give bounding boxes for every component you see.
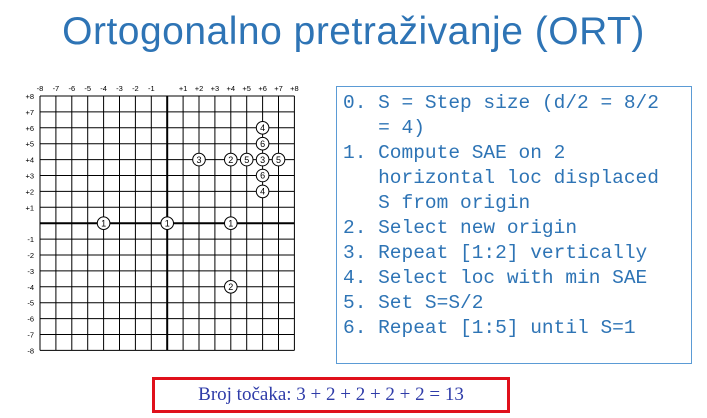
search-point-circle bbox=[224, 152, 238, 167]
x-tick-label: -7 bbox=[53, 84, 60, 93]
search-point-circle bbox=[255, 184, 270, 199]
step-line: 6. Repeat [1:5] until S=1 bbox=[343, 317, 636, 339]
search-point-circle bbox=[224, 216, 238, 230]
search-point-circle bbox=[255, 136, 270, 151]
point-count-box: Broj točaka: 3 + 2 + 2 + 2 + 2 = 13 bbox=[152, 377, 510, 413]
x-tick-label: +2 bbox=[195, 84, 204, 93]
y-tick-label: -7 bbox=[27, 331, 34, 340]
search-point-label: 1 bbox=[165, 218, 170, 228]
y-tick-label: +6 bbox=[25, 124, 34, 133]
search-point-circle bbox=[96, 216, 111, 230]
y-tick-label: -3 bbox=[27, 267, 34, 276]
search-point-circle bbox=[192, 152, 206, 167]
search-point-label: 3 bbox=[196, 155, 201, 165]
search-point-circle bbox=[255, 121, 270, 135]
step-line: 2. Select new origin bbox=[343, 217, 578, 239]
y-tick-label: +1 bbox=[25, 203, 34, 212]
slide-title: Ortogonalno pretraživanje (ORT) bbox=[62, 10, 645, 53]
x-tick-label: +8 bbox=[290, 84, 299, 93]
search-point-label: 4 bbox=[260, 187, 265, 197]
step-line: S from origin bbox=[343, 192, 531, 214]
y-tick-label: +3 bbox=[25, 172, 34, 181]
search-point-label: 3 bbox=[260, 155, 265, 165]
search-point-label: 6 bbox=[260, 139, 265, 149]
search-point-circle bbox=[255, 168, 270, 183]
step-line: = 4) bbox=[343, 117, 425, 139]
x-tick-label: -2 bbox=[132, 84, 139, 93]
x-tick-label: +7 bbox=[274, 84, 283, 93]
x-tick-label: +5 bbox=[242, 84, 251, 93]
search-point-label: 1 bbox=[101, 218, 106, 228]
x-tick-label: -4 bbox=[100, 84, 107, 93]
step-line: 3. Repeat [1:2] vertically bbox=[343, 242, 648, 264]
y-tick-label: +4 bbox=[25, 156, 34, 165]
x-tick-label: -3 bbox=[116, 84, 123, 93]
x-tick-label: -8 bbox=[37, 84, 44, 93]
search-point-circle bbox=[224, 280, 238, 294]
search-point-label: 1 bbox=[228, 218, 233, 228]
y-tick-label: -6 bbox=[27, 315, 34, 324]
step-line: 1. Compute SAE on 2 bbox=[343, 142, 566, 164]
x-tick-label: -6 bbox=[68, 84, 75, 93]
x-tick-label: -1 bbox=[148, 84, 155, 93]
search-point-label: 4 bbox=[260, 123, 265, 133]
step-line: horizontal loc displaced bbox=[343, 167, 659, 189]
y-tick-label: +2 bbox=[25, 187, 34, 196]
algorithm-steps-box: 0. S = Step size (d/2 = 8/2 = 4) 1. Comp… bbox=[336, 86, 692, 364]
y-tick-label: -4 bbox=[27, 283, 34, 292]
y-tick-label: -5 bbox=[27, 299, 34, 308]
search-point-circle bbox=[160, 216, 174, 230]
y-tick-label: -1 bbox=[27, 235, 34, 244]
y-tick-label: +5 bbox=[25, 140, 34, 149]
search-point-circle bbox=[255, 152, 270, 167]
y-tick-label: +7 bbox=[25, 108, 34, 117]
search-grid-diagram: -8 -7 -6 -5 -4 -3 -2 -1 +1 +2 +3 +4 +5 +6 +7 +8 +8 +7 +6 +5… bbox=[0, 80, 330, 372]
step-line: 4. Select loc with min SAE bbox=[343, 267, 648, 289]
search-point-label: 2 bbox=[228, 155, 233, 165]
search-point-label: 2 bbox=[228, 282, 233, 292]
x-tick-label: +4 bbox=[227, 84, 236, 93]
y-tick-label: +8 bbox=[25, 92, 34, 101]
y-tick-label: -2 bbox=[27, 251, 34, 260]
search-point-label: 5 bbox=[244, 155, 249, 165]
x-tick-label: -5 bbox=[84, 84, 91, 93]
point-count-text: Broj točaka: 3 + 2 + 2 + 2 + 2 = 13 bbox=[198, 384, 464, 405]
step-line: 5. Set S=S/2 bbox=[343, 292, 484, 314]
search-point-label: 5 bbox=[276, 155, 281, 165]
y-tick-label: -8 bbox=[27, 346, 34, 355]
search-point-circle bbox=[271, 152, 286, 167]
x-tick-label: +1 bbox=[179, 84, 188, 93]
search-grid-svg: -8 -7 -6 -5 -4 -3 -2 -1 +1 +2 +3 +4 +5 +6 +7 +8 +8 +7 +6 +5… bbox=[25, 84, 299, 355]
x-tick-label: +3 bbox=[211, 84, 220, 93]
step-line: 0. S = Step size (d/2 = 8/2 bbox=[343, 92, 659, 114]
search-point-circle bbox=[239, 152, 254, 167]
search-point-label: 6 bbox=[260, 171, 265, 181]
x-tick-label: +6 bbox=[258, 84, 267, 93]
